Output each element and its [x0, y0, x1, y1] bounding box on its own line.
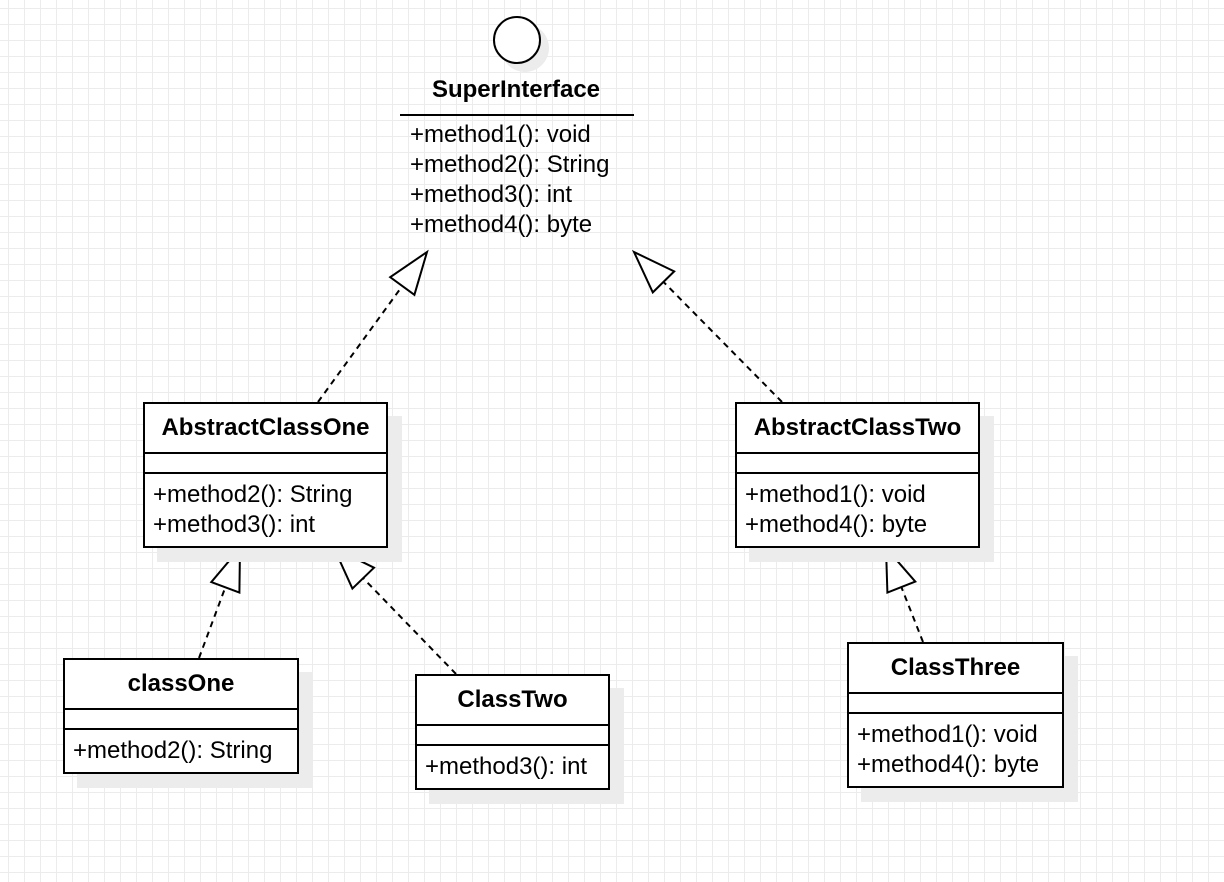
method-item: +method2(): String [410, 151, 610, 178]
method-item: +method3(): int [410, 181, 573, 208]
realization-class-one-to-abstract-one-line [198, 587, 227, 659]
class-abstract-class-two[interactable]: AbstractClassTwo +method1(): void +metho… [735, 402, 980, 548]
class-attributes [737, 454, 978, 474]
super-interface-divider [400, 114, 634, 116]
class-methods: +method2(): String [65, 730, 297, 766]
realization-abstract-one-to-interface-line [317, 285, 404, 403]
class-class-one[interactable]: classOne +method2(): String [63, 658, 299, 774]
realization-abstract-two-to-interface-arrowhead-icon [631, 249, 676, 295]
realization-class-two-to-abstract-one-arrowhead-icon [331, 545, 376, 591]
method-item: +method4(): byte [410, 211, 593, 238]
super-interface-name: SuperInterface [431, 76, 601, 103]
method-item: +method4(): byte [857, 751, 1040, 778]
method-item: +method3(): int [153, 511, 316, 538]
class-class-two[interactable]: ClassTwo +method3(): int [415, 674, 610, 790]
realization-abstract-one-to-interface-arrowhead-icon [388, 249, 429, 297]
method-item: +method4(): byte [745, 511, 928, 538]
method-item: +method1(): void [410, 121, 591, 148]
class-name: ClassThree [849, 644, 1062, 694]
class-name: AbstractClassTwo [737, 404, 978, 454]
realization-class-three-to-abstract-two-arrowhead-icon [884, 545, 917, 595]
method-item: +method2(): String [153, 481, 353, 508]
class-methods: +method2(): String +method3(): int [145, 474, 386, 540]
class-attributes [65, 710, 297, 730]
method-item: +method1(): void [857, 721, 1038, 748]
realization-class-three-to-abstract-two-line [900, 586, 924, 643]
class-methods: +method1(): void +method4(): byte [849, 714, 1062, 780]
method-item: +method1(): void [745, 481, 926, 508]
class-attributes [145, 454, 386, 474]
class-abstract-class-one[interactable]: AbstractClassOne +method2(): String +met… [143, 402, 388, 548]
method-item: +method2(): String [73, 737, 273, 764]
interface-lollipop-icon [493, 16, 541, 64]
realization-class-two-to-abstract-one-line [362, 577, 457, 675]
method-item: +method3(): int [425, 753, 588, 780]
class-methods: +method3(): int [417, 746, 608, 782]
realization-class-one-to-abstract-one-arrowhead-icon [209, 545, 242, 595]
class-attributes [417, 726, 608, 746]
class-name: classOne [65, 660, 297, 710]
class-class-three[interactable]: ClassThree +method1(): void +method4(): … [847, 642, 1064, 788]
class-name: AbstractClassOne [145, 404, 386, 454]
class-name: ClassTwo [417, 676, 608, 726]
realization-abstract-two-to-interface-line [662, 281, 783, 403]
class-attributes [849, 694, 1062, 714]
super-interface-methods: +method1(): void +method2(): String +met… [410, 120, 609, 240]
class-methods: +method1(): void +method4(): byte [737, 474, 978, 540]
